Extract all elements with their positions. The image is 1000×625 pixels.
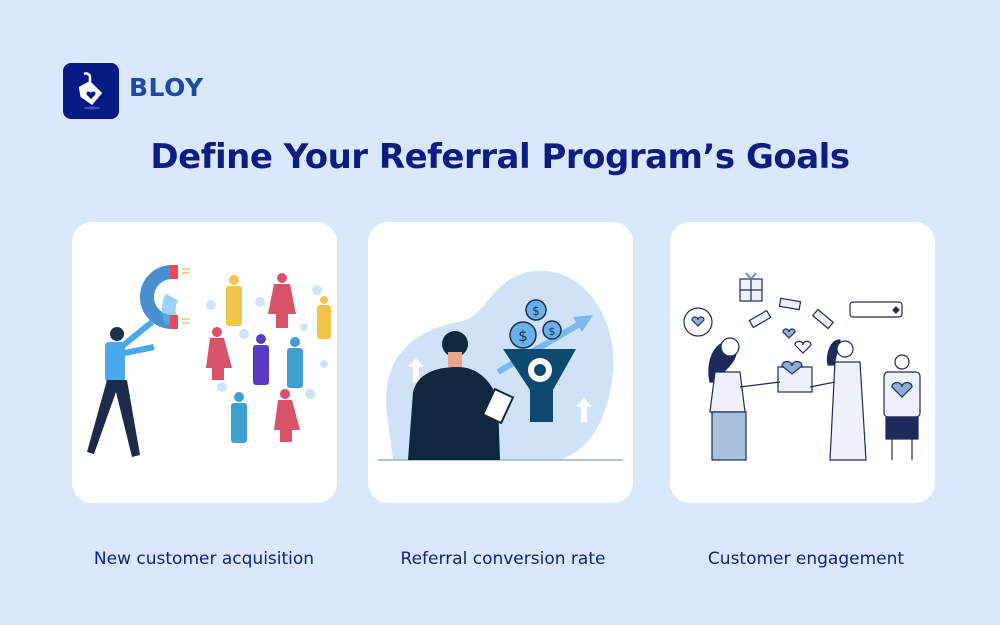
dollar-coin-icon: $ $ $ — [509, 299, 562, 349]
goal-caption-conversion: Referral conversion rate — [400, 549, 606, 569]
goal-caption-acquisition: New customer acquisition — [93, 549, 315, 569]
magnet-attracting-people-illustration — [87, 265, 331, 457]
brand-logo — [63, 63, 119, 119]
page-title: Define Your Referral Program’s Goals — [150, 137, 850, 177]
goal-card-acquisition — [72, 222, 337, 503]
goal-card-engagement — [670, 222, 935, 503]
svg-text:$: $ — [532, 304, 540, 318]
sales-funnel-coins-illustration: $ $ $ — [378, 270, 623, 461]
goal-caption-engagement: Customer engagement — [707, 549, 905, 569]
svg-text:$: $ — [518, 327, 528, 345]
brand-name: BLOY — [129, 73, 204, 102]
goal-card-conversion: $ $ $ — [368, 222, 633, 503]
price-tag-heart-icon — [78, 72, 103, 110]
svg-text:$: $ — [549, 325, 556, 338]
gift-box-exchange-illustration — [683, 272, 921, 461]
people-group-icon — [206, 273, 331, 443]
